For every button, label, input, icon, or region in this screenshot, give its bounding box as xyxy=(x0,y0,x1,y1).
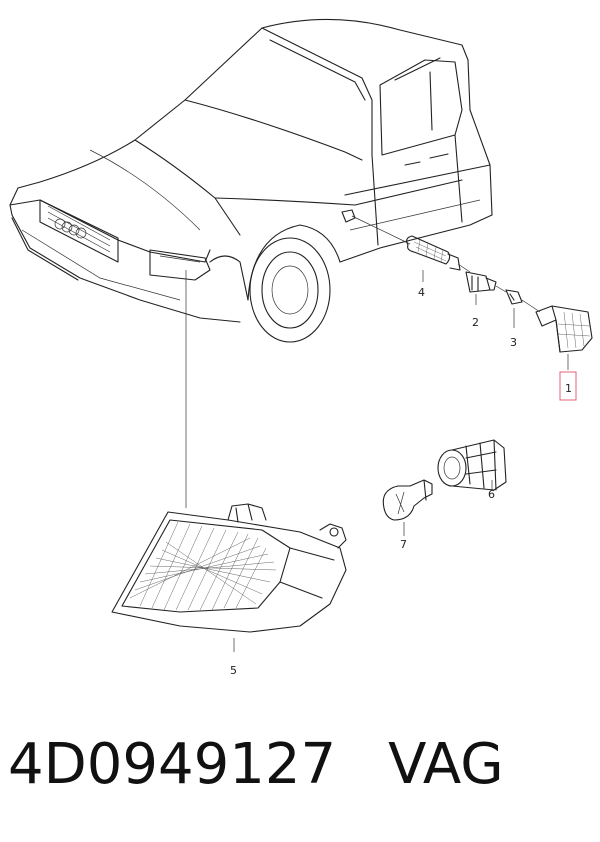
part-3-small-bulb xyxy=(495,285,523,328)
part-1-side-marker xyxy=(521,299,593,370)
part-5-turn-signal-lamp xyxy=(111,503,347,652)
callout-1[interactable]: 1 xyxy=(565,382,572,395)
callout-2[interactable]: 2 xyxy=(472,316,479,329)
callout-6[interactable]: 6 xyxy=(488,488,495,501)
parts-diagram: 1 2 3 4 5 6 7 xyxy=(9,18,593,677)
part-6-bulb-socket xyxy=(437,439,507,491)
callout-7[interactable]: 7 xyxy=(400,538,407,551)
part-number: 4D0949127 xyxy=(8,732,337,797)
callout-3[interactable]: 3 xyxy=(510,336,517,349)
part-4-bulb-holder xyxy=(351,215,461,282)
callout-5[interactable]: 5 xyxy=(230,664,237,677)
callout-4[interactable]: 4 xyxy=(418,286,425,299)
part-caption: 4D0949127 VAG xyxy=(8,732,598,797)
brand-name: VAG xyxy=(388,732,504,797)
part-2-connector xyxy=(457,263,497,305)
callout-1-highlight xyxy=(559,371,577,401)
callout-labels: 1 2 3 4 5 6 7 xyxy=(230,286,577,677)
part-7-bulb xyxy=(382,479,433,536)
car-illustration xyxy=(9,18,493,343)
